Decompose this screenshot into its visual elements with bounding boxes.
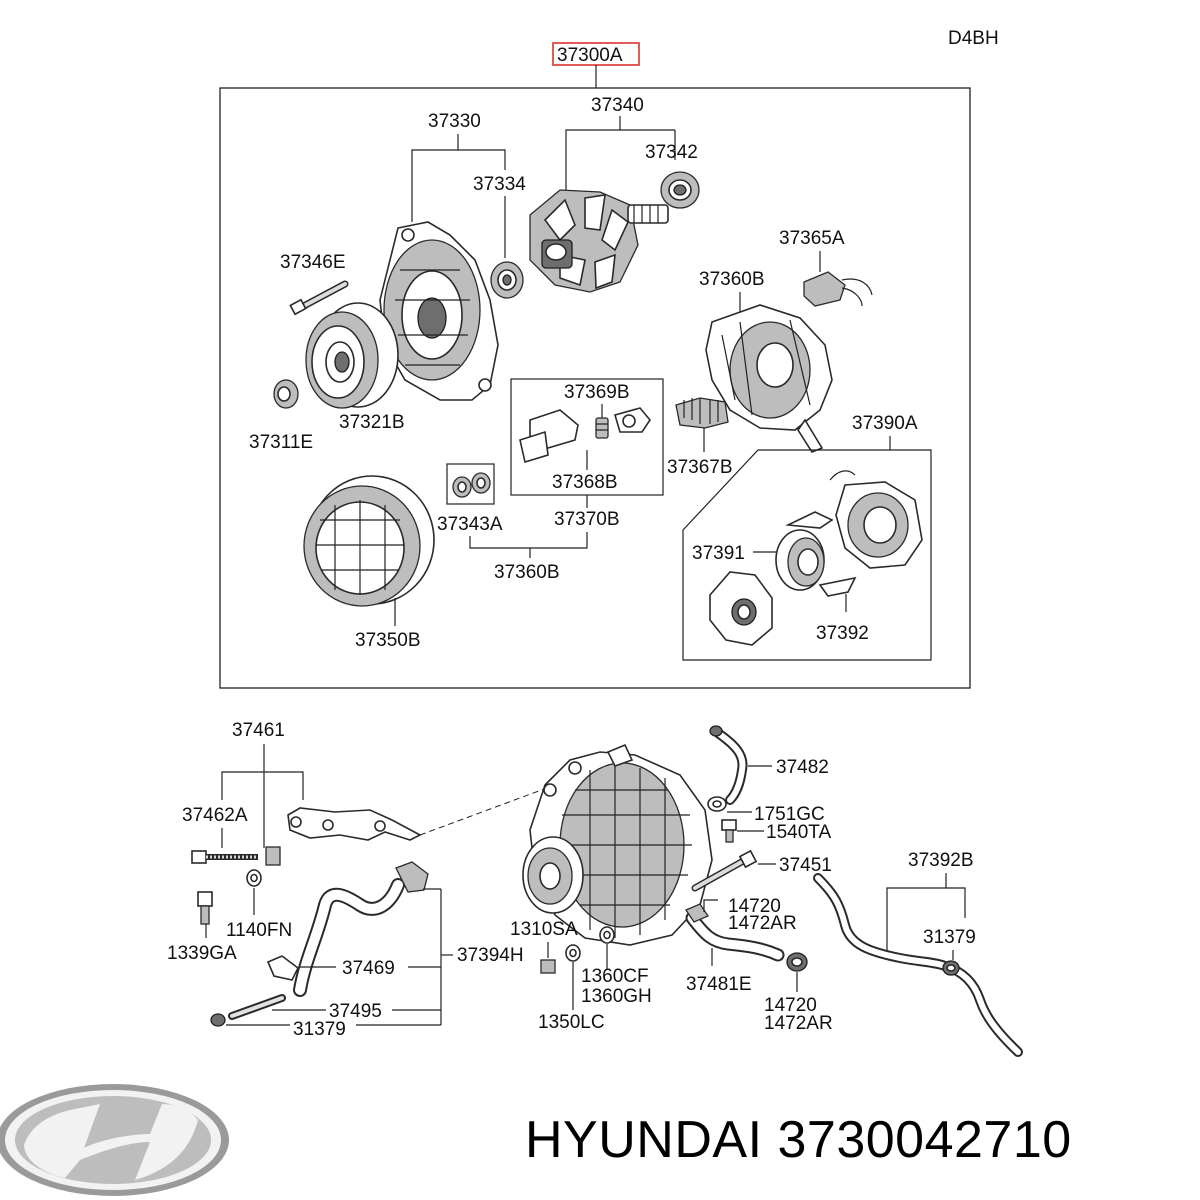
assembly-frame [219,87,971,689]
label-37350b: 37350B [355,630,421,651]
label-31379-right: 31379 [923,927,976,948]
label-37365a: 37365A [779,228,845,249]
label-1540ta: 1540TA [766,822,831,843]
bolt-37346e-part [289,280,349,316]
label-37360b-top: 37360B [699,269,765,290]
label-37370b: 37370B [554,509,620,530]
leader-37360b-bottom [469,532,588,549]
label-37360b-bottom: 37360B [494,562,560,583]
alternator-assembly-part [522,743,713,946]
label-1350lc: 1350LC [538,1012,605,1033]
rear-housing-part [705,304,833,453]
label-1339ga: 1339GA [167,943,237,964]
label-37369b: 37369B [564,382,630,403]
front-housing-part [379,221,499,401]
gasket-1751gc-part [707,796,727,812]
washer-1360-part [565,926,615,962]
brand-part-number: HYUNDAI 3730042710 [525,1110,1072,1170]
label-37321b: 37321B [339,412,405,433]
label-37334: 37334 [473,174,526,195]
bolt-37462a-part [191,846,281,866]
bolt-1339ga-part [197,891,213,925]
label-37469: 37469 [342,958,395,979]
vacuum-hose-part [210,861,429,1027]
end-plate-part [709,571,773,646]
label-37330: 37330 [428,111,481,132]
leader-37461 [221,744,265,800]
oil-hose-37481e-part [685,903,808,972]
label-37394h: 37394H [457,945,524,966]
rear-cover-box [682,449,932,661]
label-1472ar-a: 1472AR [728,913,797,934]
label-14720-b: 14720 [764,995,817,1016]
label-1360cf: 1360CF [581,966,649,987]
label-37311e: 37311E [249,432,313,453]
bearing-box-37343a [446,463,495,505]
stator-part [303,475,435,607]
label-37462a: 37462A [182,805,248,826]
bolt-1540ta-part [721,819,737,843]
engine-code-label: D4BH [948,28,999,49]
rear-cover-part [829,470,923,569]
connector-37365a-part [803,271,873,307]
bracket-part [287,807,422,841]
brush-holder-part [519,407,651,464]
label-1140fn: 1140FN [226,920,292,941]
pulley-part [305,302,399,409]
bearing-37334-part [490,261,524,299]
label-37392: 37392 [816,623,869,644]
label-31379-left: 31379 [293,1019,346,1040]
label-37367b: 37367B [667,457,733,478]
label-37481e: 37481E [686,974,752,995]
leader-37340 [565,116,621,190]
label-37482: 37482 [776,757,829,778]
label-37451: 37451 [779,855,832,876]
nut-37311e-part [273,379,299,409]
bearing-37343a-part [452,472,491,498]
oil-pipe-37482-part [709,725,748,805]
label-37342: 37342 [645,142,698,163]
label-1360gh: 1360GH [581,986,652,1007]
hyundai-logo-icon [0,1084,229,1196]
washer-1140fn-part [246,869,262,887]
rotor-part [529,189,669,293]
label-1751gc: 1751GC [754,804,825,825]
insulator-37391-part [775,511,857,597]
leader-37330 [411,134,459,222]
label-37368b: 37368B [552,472,618,493]
label-37343a: 37343A [437,514,503,535]
bolt-37451-part [691,849,758,892]
nut-1310sa-part [540,959,556,974]
label-14720-a: 14720 [728,896,781,917]
hose-37392b-part [813,873,1023,1057]
label-1472ar-b: 1472AR [764,1013,833,1034]
regulator-part [675,397,729,429]
label-1310sa: 1310SA [510,919,578,940]
part-number: 3730042710 [777,1111,1072,1169]
label-37461: 37461 [232,720,285,741]
assembly-label: 37300A [557,45,623,66]
label-37346e: 37346E [280,252,346,273]
label-37392b: 37392B [908,850,974,871]
leader-37392b [886,873,947,958]
label-37495: 37495 [329,1001,382,1022]
brand-name: HYUNDAI [525,1111,763,1169]
label-37391: 37391 [692,543,745,564]
label-37340: 37340 [591,95,644,116]
label-37390a: 37390A [852,413,918,434]
bearing-37342-part [660,171,700,209]
